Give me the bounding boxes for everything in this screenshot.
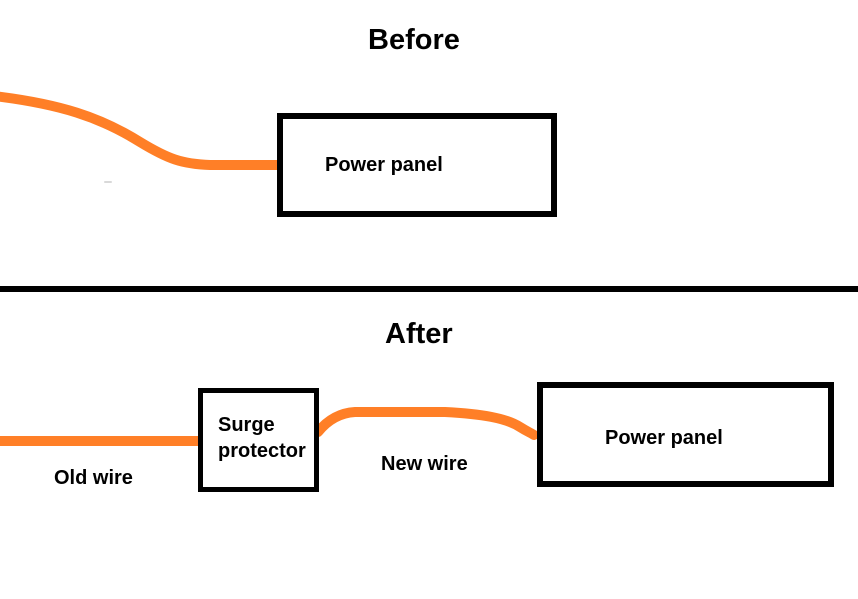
surge-protector-label: Surge protector — [218, 412, 306, 464]
power-panel-box-after: Power panel — [537, 382, 834, 487]
surge-protector-label-line2: protector — [218, 440, 306, 462]
section-divider — [0, 286, 858, 292]
before-title: Before — [368, 24, 460, 56]
after-title: After — [385, 318, 453, 350]
power-panel-box-before: Power panel — [277, 113, 557, 217]
surge-protector-box: Surge protector — [198, 388, 319, 492]
before-wire — [0, 91, 286, 170]
surge-protector-label-line1: Surge — [218, 414, 275, 436]
power-panel-label-after: Power panel — [605, 427, 723, 449]
new-wire-label: New wire — [381, 453, 468, 475]
old-wire-label: Old wire — [54, 467, 133, 489]
power-panel-label-before: Power panel — [325, 154, 443, 176]
stray-mark — [104, 181, 112, 183]
new-wire — [313, 407, 539, 440]
